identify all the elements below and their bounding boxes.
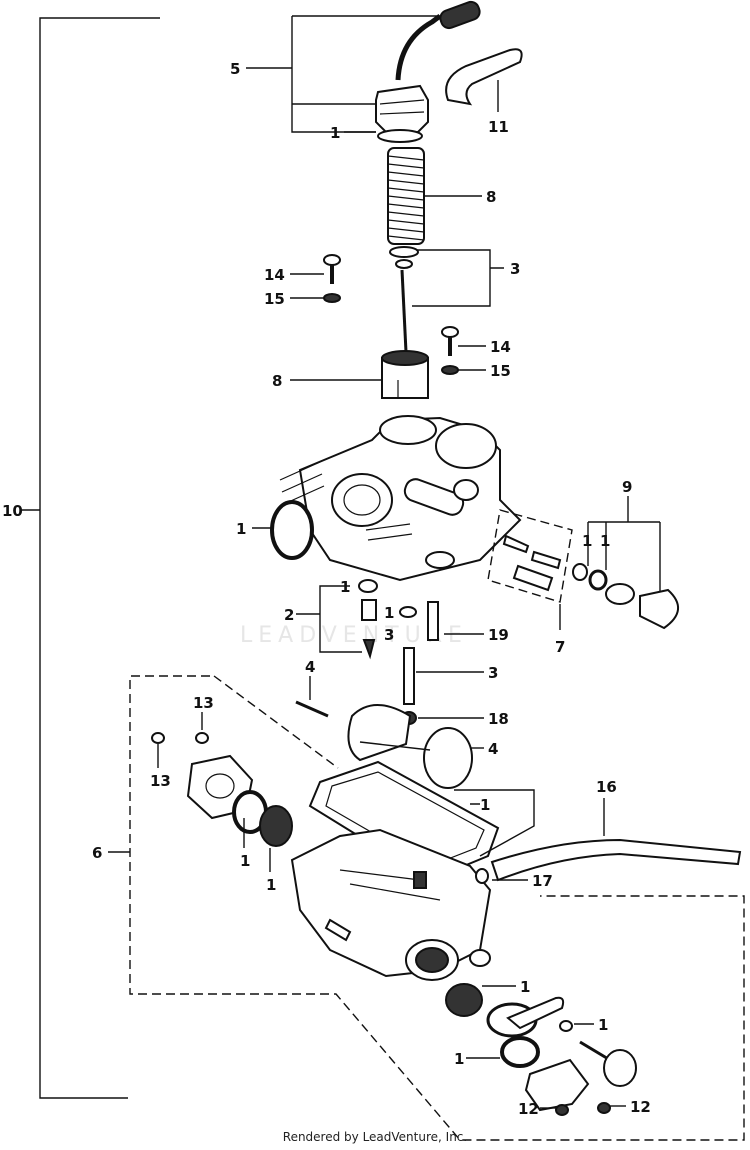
label-14-a: 14 <box>264 266 285 284</box>
spring-8 <box>387 147 425 245</box>
screw-14-left <box>323 254 341 303</box>
throttle-cable-cap <box>375 0 481 143</box>
label-19: 19 <box>488 626 509 644</box>
label-8-spring: 8 <box>486 188 496 206</box>
part-labels: 10 5 1 11 8 3 14 15 14 15 8 1 9 1 1 7 1 … <box>2 60 651 1118</box>
label-18: 18 <box>488 710 509 728</box>
label-4-float: 4 <box>488 740 498 758</box>
choke-assembly <box>487 509 679 630</box>
label-4-pin: 4 <box>305 658 315 676</box>
label-1-jet: 1 <box>340 578 350 596</box>
float-pin-4 <box>295 700 329 718</box>
drain-parts <box>445 983 637 1116</box>
label-9: 9 <box>622 478 632 496</box>
label-1-choke-b: 1 <box>600 532 610 550</box>
group-bracket-10 <box>20 17 160 1099</box>
label-1-drain-b: 1 <box>598 1016 608 1034</box>
label-14-b: 14 <box>490 338 511 356</box>
label-3-clip: 3 <box>510 260 520 278</box>
label-3-needlejet: 3 <box>488 664 498 682</box>
intake-flange-left <box>151 732 293 847</box>
throttle-slide-8 <box>381 350 429 399</box>
label-1-top: 1 <box>330 124 340 142</box>
label-1-drain-c: 1 <box>454 1050 464 1068</box>
label-6: 6 <box>92 844 102 862</box>
label-13-b: 13 <box>193 694 214 712</box>
label-2: 2 <box>284 606 294 624</box>
label-7: 7 <box>555 638 565 656</box>
label-12-b: 12 <box>630 1098 651 1116</box>
fuel-hose-16 <box>475 838 742 884</box>
label-15-b: 15 <box>490 362 511 380</box>
float-bowl <box>290 828 492 981</box>
float-bowl-bracket-6 <box>108 675 745 1141</box>
label-3-jetb: 3 <box>384 626 394 644</box>
leader-lines <box>157 15 661 1109</box>
label-13-a: 13 <box>150 772 171 790</box>
label-11: 11 <box>488 118 509 136</box>
carburetor-body <box>279 415 522 582</box>
label-15-a: 15 <box>264 290 285 308</box>
label-1-drain-a: 1 <box>520 978 530 996</box>
hose-11 <box>445 48 523 106</box>
label-5: 5 <box>230 60 240 78</box>
label-1-screen: 1 <box>266 876 276 894</box>
jet-parts <box>358 579 439 725</box>
screw-14-right <box>441 326 459 375</box>
oring-1-manifold <box>270 500 314 560</box>
label-1-choke-a: 1 <box>582 532 592 550</box>
float-4 <box>347 704 473 789</box>
label-10: 10 <box>2 502 23 520</box>
label-1-body: 1 <box>236 520 246 538</box>
gasket-1 <box>308 760 500 882</box>
label-1-gasket: 1 <box>480 796 490 814</box>
label-16: 16 <box>596 778 617 796</box>
label-12-a: 12 <box>518 1100 539 1118</box>
footer-credit: Rendered by LeadVenture, Inc. <box>282 1130 468 1144</box>
watermark: LEADVENTURE <box>240 623 468 648</box>
label-1-ring: 1 <box>240 852 250 870</box>
label-17: 17 <box>532 872 553 890</box>
label-8-slide: 8 <box>272 372 282 390</box>
needle-clip-3 <box>389 246 419 353</box>
label-1-jetb: 1 <box>384 604 394 622</box>
